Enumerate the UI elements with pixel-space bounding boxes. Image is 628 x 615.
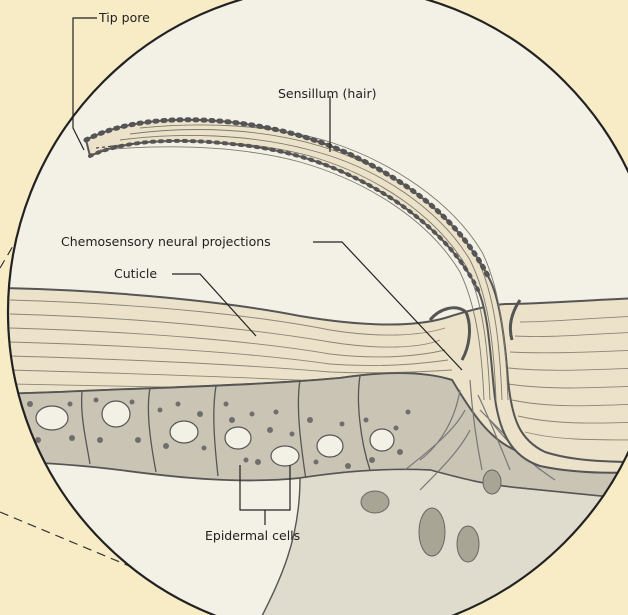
label-neural-projections: Chemosensory neural projections (61, 234, 271, 249)
label-cuticle: Cuticle (114, 266, 157, 281)
label-tip-pore: Tip pore (98, 10, 150, 25)
label-sensillum: Sensillum (hair) (278, 86, 377, 101)
label-epidermal-cells: Epidermal cells (205, 528, 300, 543)
